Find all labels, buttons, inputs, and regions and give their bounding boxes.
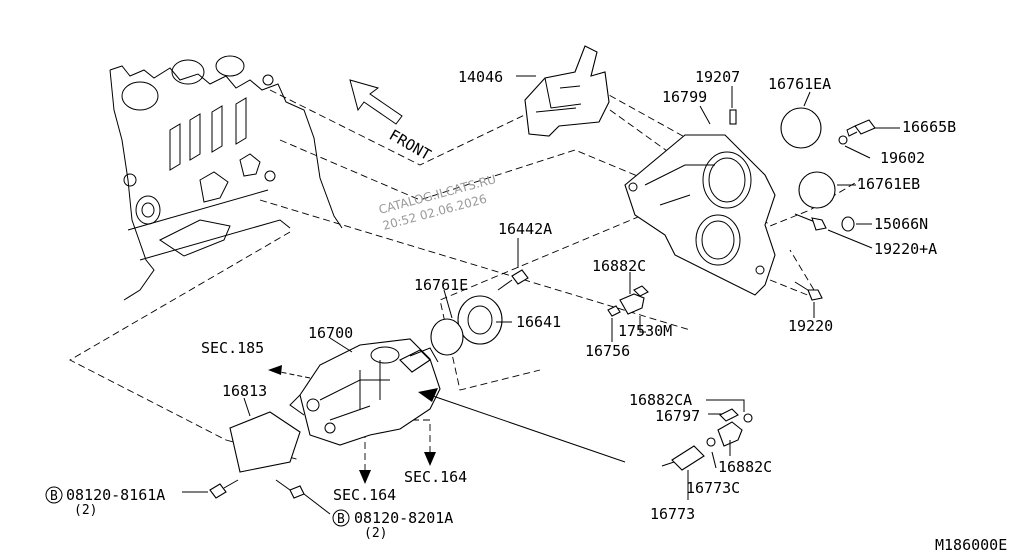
label-16756: 16756 bbox=[585, 342, 630, 360]
label-19220A: 19220+A bbox=[874, 240, 937, 258]
bolt-marker-icon bbox=[332, 509, 350, 527]
label-bolt-08120-8201A: 08120-8201A bbox=[354, 509, 453, 527]
label-19207: 19207 bbox=[695, 68, 740, 86]
front-label: FRONT bbox=[386, 126, 434, 164]
cover-16813-illustration bbox=[229, 411, 301, 473]
label-16882C-bottom: 16882C bbox=[718, 458, 772, 476]
label-sec164-right: SEC.164 bbox=[404, 468, 467, 486]
label-16882CA: 16882CA bbox=[629, 391, 692, 409]
bolt-08120-8161A-illustration bbox=[209, 479, 239, 499]
bolt-19220A-illustration bbox=[794, 213, 827, 231]
label-16761EA: 16761EA bbox=[768, 75, 831, 93]
label-16700: 16700 bbox=[308, 324, 353, 342]
oring-16761E-illustration bbox=[430, 318, 464, 356]
label-leader-lines bbox=[182, 75, 900, 515]
bolt-16665B-illustration bbox=[838, 119, 876, 145]
label-16797: 16797 bbox=[655, 407, 700, 425]
front-arrow-icon bbox=[349, 79, 403, 125]
label-bolt-08120-8201A-qty: (2) bbox=[364, 526, 387, 541]
bolt-16442A-illustration bbox=[497, 269, 529, 291]
bracket-14046-illustration bbox=[524, 45, 610, 137]
label-bolt-08120-8161A: 08120-8161A bbox=[66, 486, 165, 504]
dowel-19207-illustration bbox=[729, 109, 737, 125]
engine-block-illustration bbox=[109, 55, 343, 301]
oring-16761EA-illustration bbox=[780, 107, 822, 149]
injection-pump-16700-illustration bbox=[289, 338, 441, 446]
label-19602: 19602 bbox=[880, 149, 925, 167]
label-bolt-08120-8161A-qty: (2) bbox=[74, 503, 97, 518]
sensor-16773-illustration bbox=[661, 408, 753, 471]
label-16761EB: 16761EB bbox=[857, 175, 920, 193]
diagram-id: M186000E bbox=[935, 536, 1007, 554]
bolt-marker-letter: B bbox=[50, 489, 58, 504]
label-sec164-left: SEC.164 bbox=[333, 486, 396, 504]
label-16641: 16641 bbox=[516, 313, 561, 331]
fitting-17530M-illustration bbox=[607, 285, 649, 317]
direction-arrows bbox=[268, 365, 626, 484]
plug-15066N-illustration bbox=[841, 216, 855, 232]
gear-16641-illustration bbox=[457, 295, 503, 345]
bolt-marker-icon bbox=[45, 486, 63, 504]
bolt-08120-8201A-illustration bbox=[275, 479, 305, 499]
label-19220: 19220 bbox=[788, 317, 833, 335]
label-17530M: 17530M bbox=[618, 322, 672, 340]
label-16442A: 16442A bbox=[498, 220, 552, 238]
label-15066N: 15066N bbox=[874, 215, 928, 233]
label-14046: 14046 bbox=[458, 68, 503, 86]
label-16773: 16773 bbox=[650, 505, 695, 523]
label-16773C: 16773C bbox=[686, 479, 740, 497]
mounting-plate-16799-illustration bbox=[624, 134, 776, 296]
oring-16761EB-illustration bbox=[798, 171, 836, 209]
bolt-19220-illustration bbox=[794, 281, 823, 301]
label-16799: 16799 bbox=[662, 88, 707, 106]
bolt-marker-letter: B bbox=[337, 512, 345, 527]
label-16813: 16813 bbox=[222, 382, 267, 400]
label-16882C-top: 16882C bbox=[592, 257, 646, 275]
label-16665B: 16665B bbox=[902, 118, 956, 136]
label-sec185: SEC.185 bbox=[201, 339, 264, 357]
label-16761E: 16761E bbox=[414, 276, 468, 294]
